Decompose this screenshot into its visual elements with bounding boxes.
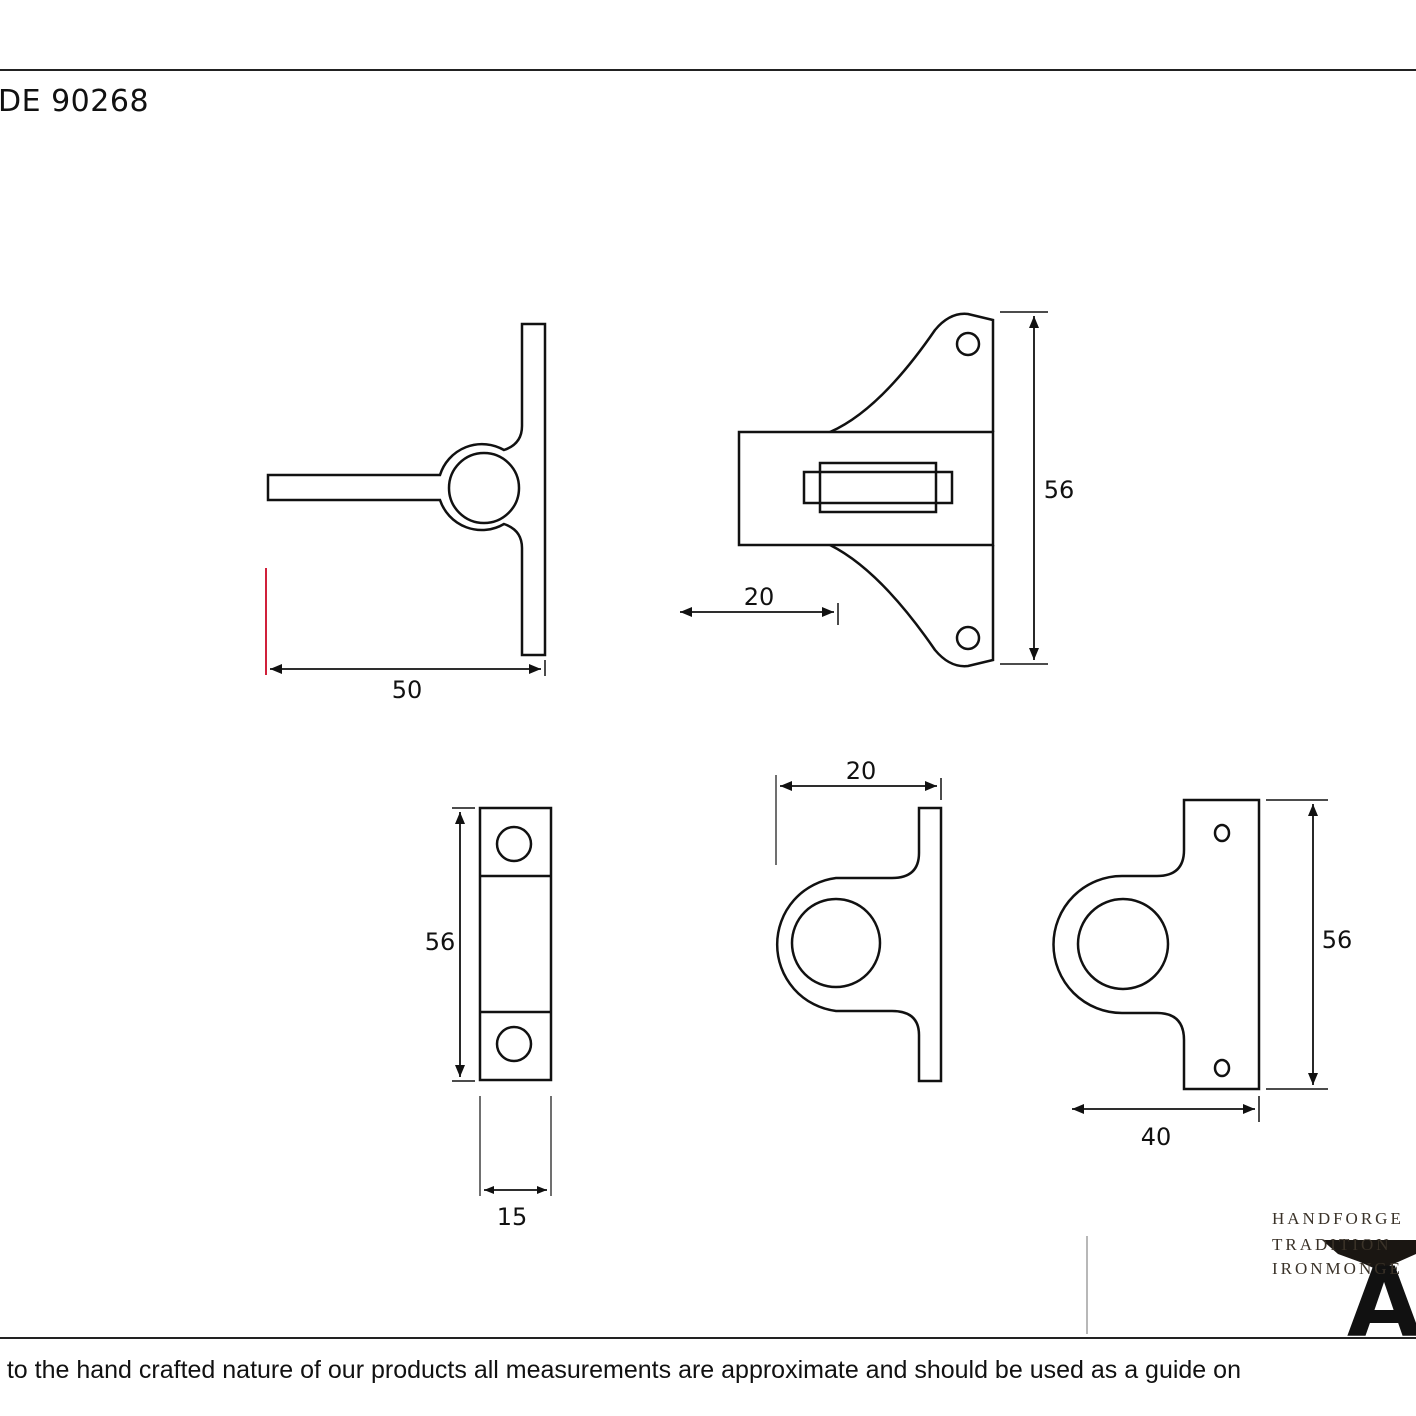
label-edge-height: 56	[425, 928, 456, 956]
top-rule	[0, 69, 1416, 71]
dimension-keep-height	[1266, 799, 1328, 1090]
logo-line-1: HANDFORGE	[1272, 1209, 1404, 1228]
front-view	[737, 312, 995, 668]
dimension-edge-width	[479, 1096, 552, 1196]
dimension-front-height	[1000, 311, 1048, 665]
label-keep-height: 56	[1322, 926, 1353, 954]
edge-view	[478, 806, 553, 1082]
product-code: DE 90268	[0, 84, 150, 119]
dimension-edge-height	[452, 807, 475, 1082]
logo-line-2: TRADITION	[1272, 1235, 1392, 1254]
label-edge-width: 15	[497, 1203, 528, 1231]
dimension-keep-depth	[775, 775, 942, 865]
label-front-height: 56	[1044, 476, 1075, 504]
anvil-logo-mark: A	[1322, 1240, 1416, 1359]
logo-line-3: IRONMONGE	[1272, 1259, 1403, 1278]
side-view	[266, 322, 547, 657]
measurement-disclaimer: e to the hand crafted nature of our prod…	[0, 1356, 1241, 1384]
keep-side-view	[776, 806, 943, 1083]
keep-front-view	[1052, 798, 1261, 1091]
label-front-offset: 20	[744, 583, 775, 611]
label-keep-depth: 20	[846, 757, 877, 785]
dimension-front-offset	[680, 603, 839, 625]
dimension-side-length	[265, 568, 546, 676]
label-side-length: 50	[392, 676, 423, 704]
label-keep-width: 40	[1141, 1123, 1172, 1151]
logo-mark-letter: A	[1347, 1247, 1416, 1359]
dimension-keep-width	[1072, 1096, 1260, 1122]
bottom-rule	[0, 1337, 1416, 1339]
